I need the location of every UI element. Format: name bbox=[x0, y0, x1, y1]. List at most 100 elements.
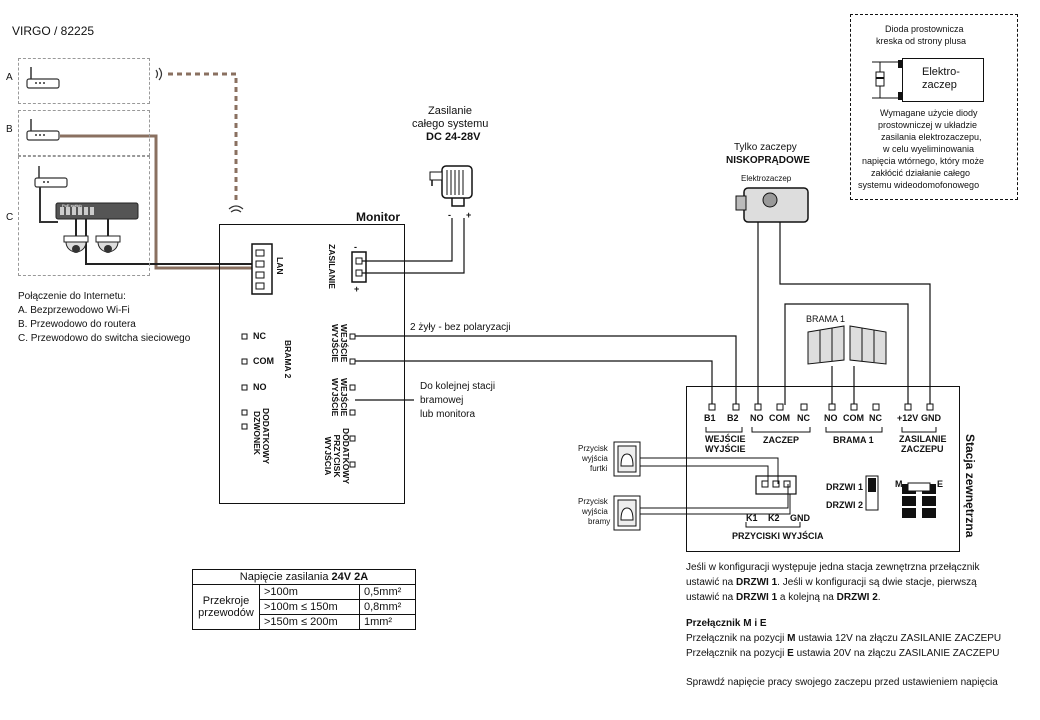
internet-item-c: C. Przewodowo do switcha sieciowego bbox=[18, 333, 191, 344]
table-range-2: >100m ≤ 150m bbox=[259, 599, 360, 615]
internet-title: Połączenie do Internetu: bbox=[18, 291, 126, 302]
next-station-1: Do kolejnej stacji bbox=[420, 381, 496, 392]
group-zaczep: ZACZEP bbox=[763, 435, 799, 445]
button-furtka-3: furtki bbox=[590, 464, 608, 473]
term-b1: B1 bbox=[704, 413, 716, 423]
cable-router-b bbox=[60, 134, 258, 270]
diode-note-box bbox=[850, 14, 1018, 200]
wejscie-wyjscie-2-label: WEJŚCIE WYJŚCIE bbox=[330, 378, 349, 417]
instr-check: Sprawdź napięcie pracy swojego zaczepu p… bbox=[686, 677, 998, 688]
button-brama-1: Przycisk bbox=[578, 497, 608, 506]
note-body-6: zakłócić działanie całego bbox=[871, 168, 971, 178]
power-adapter-icon bbox=[429, 165, 473, 207]
poe-switch-label: PoE switch bbox=[62, 203, 82, 208]
gate-icon bbox=[807, 325, 887, 365]
switch-m-label: M bbox=[895, 479, 903, 489]
gate-label: BRAMA 1 bbox=[806, 314, 846, 324]
station-title: Stacja zewnętrzna bbox=[963, 434, 977, 538]
internet-item-a: A. Bezprzewodowo Wi-Fi bbox=[18, 305, 130, 316]
przycisk-wyjscia-label: DODATKOWY PRZYCISK WYJŚCIA bbox=[323, 428, 351, 485]
power-line3: DC 24-28V bbox=[426, 131, 481, 143]
table-section-2: 0,8mm² bbox=[358, 599, 417, 615]
note-body-5: napięcia wtórnego, który może bbox=[862, 156, 985, 166]
wifi-icon-monitor bbox=[228, 205, 244, 213]
table-section-1: 0,5mm² bbox=[358, 584, 417, 600]
button-brama-2: wyjścia bbox=[582, 507, 608, 516]
button-furtka-2: wyjścia bbox=[582, 454, 608, 463]
instr-switch-title: Przełącznik M i E bbox=[686, 618, 767, 629]
power-minus: - bbox=[448, 210, 451, 220]
group-przyciski: PRZYCISKI WYJŚCIA bbox=[732, 531, 824, 541]
group-wejscie-2: WYJŚCIE bbox=[705, 444, 746, 454]
zasilanie-plus: + bbox=[354, 284, 360, 294]
table-row-label: Przekroje przewodów bbox=[192, 584, 260, 630]
monitor-nc: NC bbox=[253, 331, 266, 341]
zasilanie-label: ZASILANIE bbox=[327, 244, 337, 289]
wifi-icon-a bbox=[155, 67, 163, 81]
switch-e-label: E bbox=[937, 479, 944, 489]
group-zasilanie-2: ZACZEPU bbox=[901, 444, 944, 454]
note-body-4: w celu wyeliminowania bbox=[883, 144, 975, 154]
wifi-link-dashed bbox=[168, 72, 238, 200]
term-no: NO bbox=[750, 413, 764, 423]
group-zasilanie-1: ZASILANIE bbox=[899, 434, 947, 444]
power-line2: całego systemu bbox=[412, 118, 489, 130]
marker-b: B bbox=[6, 124, 13, 135]
station-box bbox=[686, 386, 960, 552]
lock-low-current: NISKOPRĄDOWE bbox=[726, 155, 810, 166]
term-gnd2: GND bbox=[790, 513, 810, 523]
router-a-icon bbox=[26, 67, 60, 89]
diode-icon bbox=[872, 60, 903, 100]
router-c-icon bbox=[34, 166, 68, 188]
note-box-1: Elektro- bbox=[922, 66, 960, 78]
model-title: VIRGO / 82225 bbox=[12, 24, 95, 38]
table-range-3: >150m ≤ 200m bbox=[259, 614, 360, 630]
note-title-2: kreska od strony plusa bbox=[876, 36, 967, 46]
marker-c: C bbox=[6, 212, 14, 223]
router-b-icon bbox=[26, 119, 60, 141]
next-station-3: lub monitora bbox=[420, 409, 476, 420]
note-strike-box bbox=[902, 58, 984, 102]
electric-strike-icon bbox=[735, 187, 809, 223]
note-body-7: systemu wideodomofonowego bbox=[858, 180, 980, 190]
monitor-title: Monitor bbox=[356, 210, 400, 224]
monitor-box bbox=[219, 224, 405, 504]
option-a-box bbox=[18, 58, 150, 104]
button-brama-3: bramy bbox=[588, 517, 611, 526]
wejscie-wyjscie-1-label: WEJŚCIE WYJŚCIE bbox=[330, 324, 349, 363]
term-12v: +12V bbox=[897, 413, 919, 423]
dzwonek-label: DODATKOWY DZWONEK bbox=[252, 408, 271, 465]
bell-button-brama-icon bbox=[613, 495, 641, 531]
power-plus: + bbox=[466, 210, 472, 220]
option-c-box bbox=[18, 156, 150, 276]
note-box-2: zaczep bbox=[922, 79, 957, 91]
internet-item-b: B. Przewodowo do routera bbox=[18, 319, 136, 330]
term-gnd: GND bbox=[921, 413, 941, 423]
note-title-1: Dioda prostownicza bbox=[885, 24, 964, 34]
term-k2: K2 bbox=[768, 513, 780, 523]
cable-section-table: Napięcie zasilania 24V 2A Przekroje prze… bbox=[192, 569, 417, 630]
term-nc2: NC bbox=[869, 413, 882, 423]
camera-2-icon bbox=[95, 235, 121, 253]
lock-name: Elektrozaczep bbox=[741, 174, 792, 183]
term-k1: K1 bbox=[746, 513, 758, 523]
monitor-no: NO bbox=[253, 382, 267, 392]
marker-a: A bbox=[6, 72, 13, 83]
note-body-3: zasilania elektrozaczepu, bbox=[881, 132, 982, 142]
note-body-2: prostowniczej w układzie bbox=[878, 120, 978, 130]
brama2-label: BRAMA 2 bbox=[283, 340, 293, 379]
next-station-2: bramowej bbox=[420, 395, 464, 406]
term-com2: COM bbox=[843, 413, 864, 423]
note-body-1: Wymagane użycie diody bbox=[880, 108, 978, 118]
camera-1-icon bbox=[63, 235, 89, 253]
option-b-box bbox=[18, 110, 150, 156]
two-wire-label: 2 żyły - bez polaryzacji bbox=[410, 322, 511, 333]
instr-switch-e: Przełącznik na pozycji E ustawia 20V na … bbox=[686, 648, 1000, 659]
button-furtka-1: Przycisk bbox=[578, 444, 608, 453]
instr-p1-b: ustawić na DRZWI 1. Jeśli w konfiguracji… bbox=[686, 577, 977, 588]
group-wejscie-1: WEJŚCIE bbox=[705, 434, 746, 444]
lan-label: LAN bbox=[275, 257, 285, 275]
power-line1: Zasilanie bbox=[428, 105, 473, 117]
group-brama1: BRAMA 1 bbox=[833, 435, 874, 445]
